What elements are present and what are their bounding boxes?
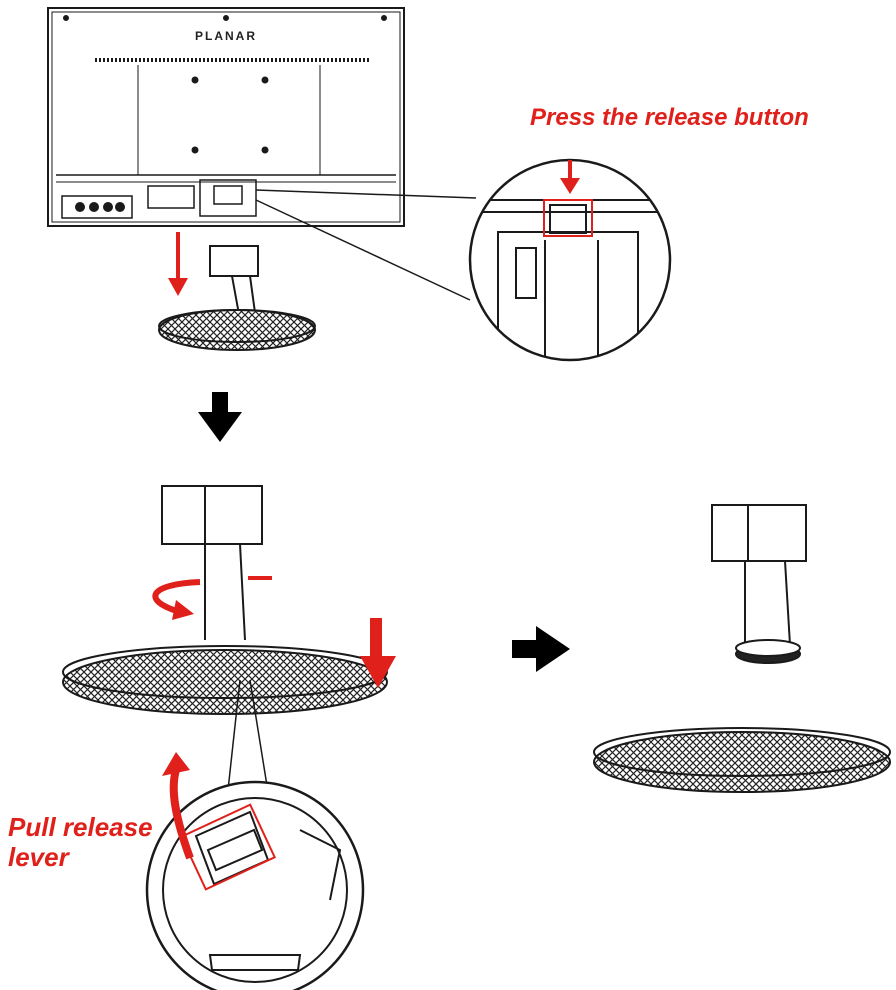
release-button-highlight	[543, 199, 593, 237]
detach-arrow-icon	[168, 232, 188, 296]
stand-small	[158, 245, 316, 351]
zoom-detail-release-lever	[145, 752, 365, 990]
pull-release-lever-label: Pull release lever	[8, 812, 153, 872]
neck-separated	[711, 504, 807, 664]
zoom-detail-release-button	[468, 158, 672, 362]
monitor-back	[47, 7, 405, 227]
flow-arrow-right-icon	[512, 626, 570, 672]
pull-release-lever-line-1: Pull release	[8, 812, 153, 842]
zoom-connector-top	[255, 189, 477, 301]
rotate-arrow-icon	[152, 576, 272, 620]
release-lever-highlight	[179, 803, 277, 891]
base-separated	[593, 727, 891, 793]
brand-logo: PLANAR	[195, 29, 257, 43]
flow-arrow-down-icon	[198, 392, 242, 442]
press-release-button-label: Press the release button	[530, 104, 809, 131]
zoom-connector-bottom	[227, 679, 269, 793]
stand-rotate	[62, 485, 388, 715]
pull-release-lever-line-2: lever	[8, 842, 69, 872]
base-down-arrow-icon	[360, 618, 396, 688]
